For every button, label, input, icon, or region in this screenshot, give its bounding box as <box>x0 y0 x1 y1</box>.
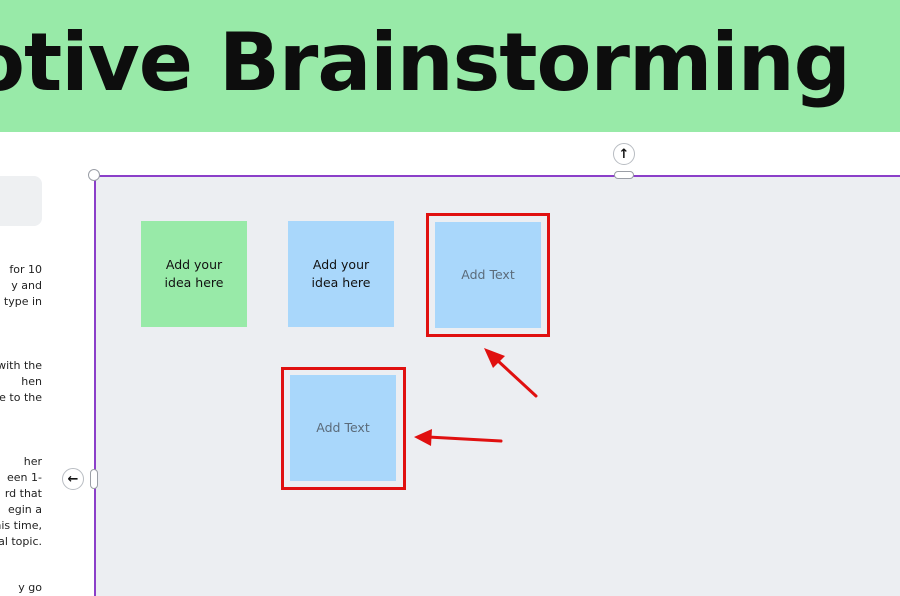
arrow-left-icon[interactable]: ← <box>62 468 84 490</box>
sticky-note-text[interactable]: Add your idea here <box>164 257 224 290</box>
left-panel: for 10 y and type in with the hen e to t… <box>0 132 90 596</box>
resize-handle-corner[interactable] <box>88 169 100 181</box>
highlight-box <box>281 367 406 490</box>
sticky-note[interactable]: Add Text <box>290 375 396 481</box>
panel-paragraph: for 10 y and type in <box>3 263 42 308</box>
panel-paragraph: with the hen e to the <box>0 359 42 404</box>
sticky-note[interactable]: Add your idea here <box>141 221 247 327</box>
sticky-note[interactable]: Add Text <box>435 222 541 328</box>
sticky-note[interactable]: Add your idea here <box>288 221 394 327</box>
page-title[interactable]: otive Brainstorming <box>0 16 851 109</box>
sticky-note-text[interactable]: Add Text <box>316 420 370 435</box>
sticky-note-text[interactable]: Add Text <box>461 267 515 282</box>
arrow-up-icon[interactable]: ↑ <box>613 143 635 165</box>
sticky-note-text[interactable]: Add your idea here <box>311 257 371 290</box>
resize-handle-left[interactable] <box>90 469 98 489</box>
panel-paragraph: y go <box>18 581 42 594</box>
panel-card[interactable] <box>0 176 42 226</box>
header-banner: otive Brainstorming <box>0 0 900 132</box>
panel-paragraph: her een 1- rd that egin a his time, al t… <box>0 455 42 548</box>
resize-handle-top[interactable] <box>614 171 634 179</box>
highlight-box <box>426 213 550 337</box>
